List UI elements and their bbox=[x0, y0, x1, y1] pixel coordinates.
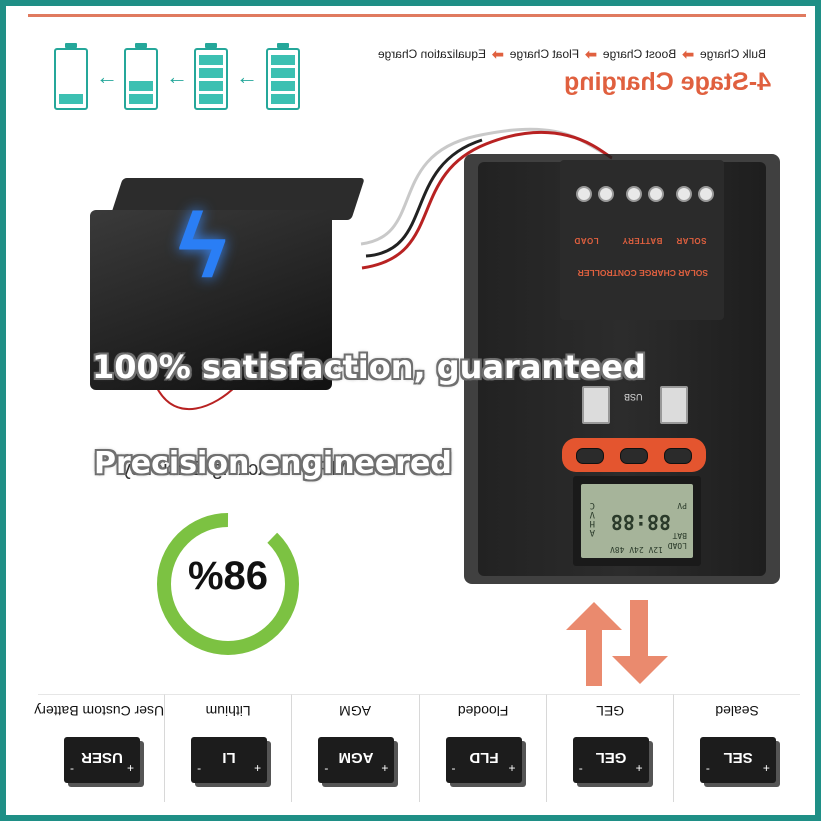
efficiency-ring-graphic bbox=[157, 512, 299, 655]
battery-type-icon: GEL -+ bbox=[572, 737, 649, 783]
arrow-left-icon: ← bbox=[166, 64, 188, 89]
lcd-units: AHVC bbox=[589, 500, 595, 537]
terminal-panel: LOAD BATTERY SOLAR bbox=[560, 160, 724, 320]
battery-type-label: User Custom Battery bbox=[34, 703, 165, 719]
battery-cell bbox=[199, 55, 223, 65]
usb-label: USB bbox=[624, 392, 643, 402]
solar-charge-controller: LOAD BATTERY SOLAR SOLAR CHARGE CONTROLL… bbox=[464, 154, 780, 584]
lcd-display: 12V 24V 48V 88:88 BAT LOAD PV AHVC bbox=[573, 476, 701, 566]
battery-type-icon: SEL -+ bbox=[699, 737, 776, 783]
terminal-label-load: LOAD bbox=[574, 236, 599, 245]
controller-name: SOLAR CHARGE CONTROLLER bbox=[577, 268, 708, 278]
lcd-voltages: 12V 24V 48V bbox=[610, 545, 663, 554]
usb-port-icon bbox=[582, 386, 610, 424]
battery-types: User Custom Battery USER -+ Lithium LI -… bbox=[34, 694, 801, 802]
battery-type-icon: FLD -+ bbox=[445, 737, 522, 783]
controller-button[interactable] bbox=[664, 448, 692, 464]
terminal-label-solar: SOLAR bbox=[676, 236, 707, 245]
lightning-bolt-icon: ϟ bbox=[178, 195, 227, 297]
battery-cell bbox=[199, 94, 223, 104]
battery-level-icon bbox=[124, 43, 158, 110]
battery-type-card: AGM AGM -+ bbox=[292, 694, 420, 802]
precision-overlay: Precision engineered bbox=[94, 446, 452, 481]
efficiency-ring: %86 bbox=[152, 508, 304, 660]
efficiency-value: %86 bbox=[187, 554, 269, 598]
terminal-label-battery: BATTERY bbox=[622, 236, 663, 245]
cables bbox=[155, 127, 613, 410]
up-down-arrows-icon bbox=[566, 600, 668, 686]
battery-type-label: Lithium bbox=[205, 703, 251, 719]
battery-type-card: Flooded FLD -+ bbox=[419, 694, 547, 802]
arrow-left-icon: ← bbox=[236, 64, 258, 89]
battery-illustration bbox=[88, 178, 365, 393]
battery-type-icon: USER -+ bbox=[64, 737, 140, 783]
satisfaction-overlay: 100% satisfaction, guaranteed bbox=[92, 348, 646, 386]
top-rule bbox=[28, 14, 806, 17]
lcd-indicator: LOAD bbox=[667, 541, 687, 550]
battery-type-card: User Custom Battery USER -+ bbox=[34, 694, 166, 802]
battery-level-icon bbox=[54, 43, 88, 110]
battery-type-label: GEL bbox=[595, 703, 624, 719]
battery-cell bbox=[271, 81, 295, 91]
controller-button[interactable] bbox=[576, 448, 604, 464]
battery-type-icon: AGM -+ bbox=[318, 737, 395, 783]
lcd-digits: 88:88 bbox=[610, 510, 671, 534]
battery-cell bbox=[129, 81, 153, 91]
battery-cell bbox=[199, 68, 223, 78]
battery-type-card: Sealed SEL -+ bbox=[673, 694, 801, 802]
battery-type-card: Lithium LI -+ bbox=[165, 694, 293, 802]
lcd-indicator: BAT bbox=[672, 531, 687, 540]
battery-level-icon bbox=[194, 43, 228, 110]
battery-type-label: Sealed bbox=[715, 703, 759, 719]
battery-type-icon: LI -+ bbox=[191, 737, 268, 783]
battery-type-label: AGM bbox=[339, 703, 372, 719]
battery-level-icon bbox=[266, 43, 300, 110]
battery-type-label: Flooded bbox=[457, 703, 508, 719]
battery-cell bbox=[59, 94, 83, 104]
battery-type-card: GEL GEL -+ bbox=[546, 694, 674, 802]
battery-cell bbox=[271, 68, 295, 78]
battery-cell bbox=[271, 55, 295, 65]
lcd-indicator: PV bbox=[677, 501, 687, 510]
battery-cell bbox=[271, 94, 295, 104]
battery-cell bbox=[129, 94, 153, 104]
usb-port-icon bbox=[660, 386, 688, 424]
controller-button[interactable] bbox=[620, 448, 648, 464]
arrow-left-icon: ← bbox=[96, 64, 118, 89]
battery-cell bbox=[199, 81, 223, 91]
